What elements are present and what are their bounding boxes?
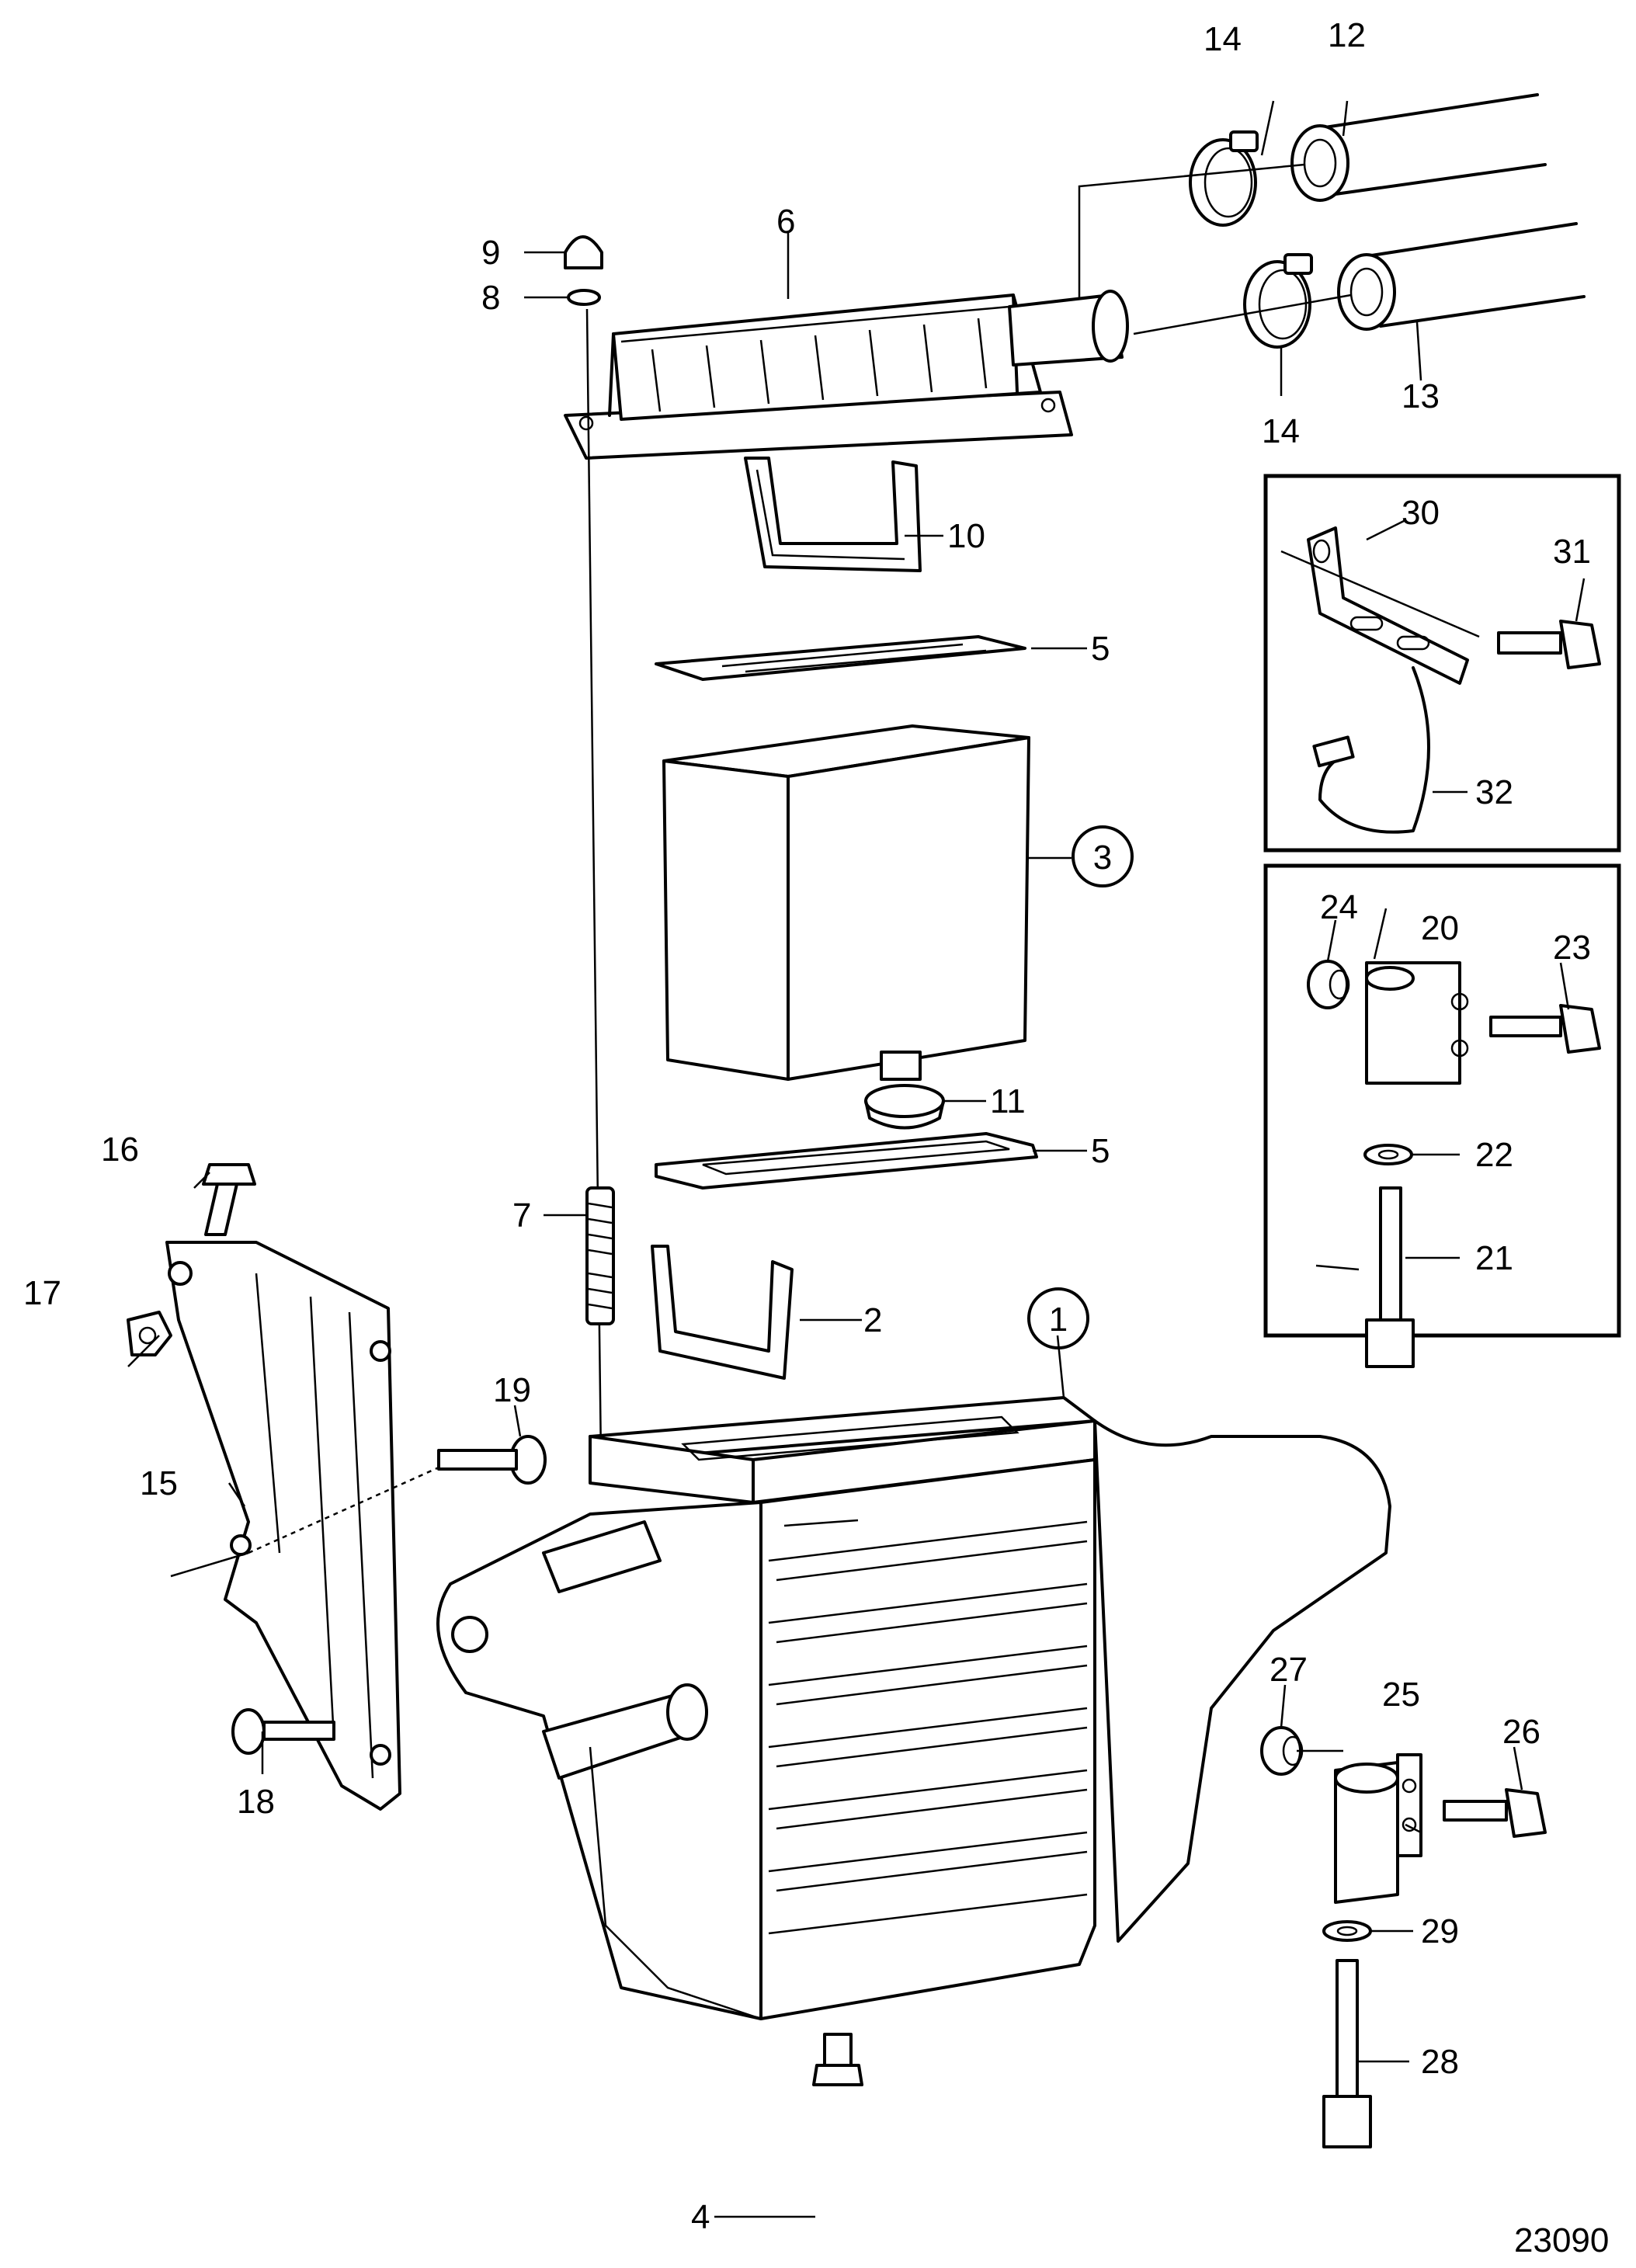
cable-tie-32 (1312, 666, 1430, 834)
label-14-bottom: 14 (1262, 412, 1300, 450)
nut-17 (127, 1311, 172, 1356)
gasket-5-upper (655, 635, 1026, 681)
label-20: 20 (1421, 909, 1459, 947)
bracket-30 (1307, 526, 1469, 685)
label-16: 16 (101, 1131, 139, 1169)
bracket-15 (165, 1241, 401, 1811)
label-17: 17 (23, 1274, 61, 1312)
screw-26 (1443, 1788, 1547, 1838)
label-27: 27 (1270, 1651, 1308, 1689)
screw-19 (437, 1435, 547, 1485)
seal-10 (744, 457, 922, 572)
cap-nut-9 (564, 235, 603, 269)
hose-clamp-upper (1189, 130, 1259, 227)
hose-12 (1290, 93, 1547, 202)
label-24: 24 (1320, 888, 1358, 926)
drain-plug-4 (812, 2033, 863, 2086)
mount-20 (1365, 961, 1469, 1085)
label-13: 13 (1402, 377, 1440, 415)
label-7: 7 (512, 1197, 531, 1235)
label-12: 12 (1328, 16, 1366, 54)
label-11: 11 (990, 1082, 1026, 1120)
label-22: 22 (1475, 1136, 1513, 1174)
mount-25 (1334, 1753, 1422, 1904)
callout-circle-3 (1072, 825, 1134, 887)
hose-clamp-lower (1243, 253, 1313, 349)
label-9: 9 (481, 234, 500, 272)
label-6: 6 (776, 203, 795, 241)
filter-3 (662, 724, 1030, 1081)
leader-lines (193, 100, 1586, 2218)
label-31: 31 (1553, 533, 1591, 571)
gasket-5-lower (655, 1132, 1038, 1190)
washer-8 (567, 289, 601, 306)
hose-13 (1337, 222, 1586, 331)
label-18: 18 (237, 1783, 275, 1821)
sleeve-24 (1307, 960, 1350, 1009)
screw-18 (231, 1708, 335, 1755)
label-21: 21 (1475, 1239, 1513, 1277)
label-14-top: 14 (1204, 20, 1242, 58)
label-3: 3 (1093, 839, 1112, 877)
plug-11 (864, 1084, 945, 1130)
washer-29 (1322, 1920, 1372, 1942)
label-25: 25 (1382, 1676, 1420, 1714)
screw-31 (1497, 620, 1601, 669)
bolt-28 (1322, 1959, 1372, 2148)
washer-22 (1363, 1144, 1413, 1165)
label-4: 4 (691, 2198, 710, 2236)
cover-6 (564, 290, 1129, 460)
label-1: 1 (1049, 1301, 1068, 1339)
label-29: 29 (1421, 1912, 1459, 1950)
label-10: 10 (947, 517, 985, 555)
label-23: 23 (1553, 929, 1591, 967)
figure-number: 23090 (1514, 2221, 1609, 2259)
label-15: 15 (140, 1464, 178, 1502)
label-8: 8 (481, 279, 500, 317)
panel-clip-parts (1263, 474, 1621, 853)
label-2: 2 (863, 1301, 882, 1339)
label-19: 19 (493, 1371, 531, 1409)
stud-7 (585, 1186, 615, 1325)
label-32: 32 (1475, 773, 1513, 811)
label-30: 30 (1402, 494, 1440, 532)
sleeve-27 (1260, 1726, 1304, 1776)
label-28: 28 (1421, 2043, 1459, 2081)
callout-circle-1 (1027, 1287, 1089, 1349)
label-5-upper: 5 (1091, 630, 1110, 668)
screw-23 (1489, 1004, 1601, 1054)
bolt-21 (1365, 1186, 1415, 1368)
panel-mount-20 (1263, 863, 1621, 1338)
label-26: 26 (1502, 1713, 1540, 1751)
housing-1 (436, 1396, 1391, 2020)
label-5-lower: 5 (1091, 1132, 1110, 1170)
screw-19-path (248, 1466, 439, 1554)
screw-16 (202, 1163, 256, 1236)
seal-2 (651, 1245, 794, 1380)
